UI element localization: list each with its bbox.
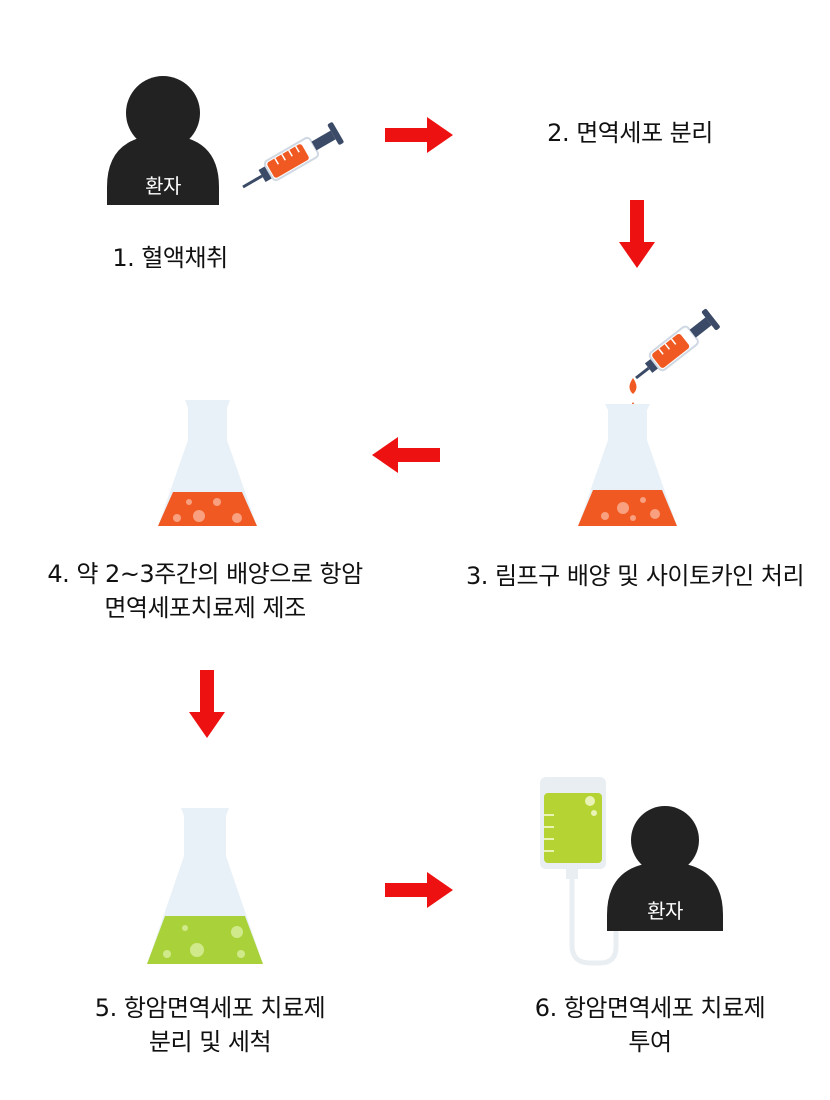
flask-icon-3 — [578, 404, 677, 526]
iv-bag-icon — [540, 777, 619, 966]
step-5-label-line2: 분리 및 세척 — [148, 1028, 272, 1056]
patient-body-icon — [607, 862, 723, 931]
syringe-icon-3 — [635, 309, 720, 380]
step-2-label: 2. 면역세포 분리 — [547, 119, 713, 147]
patient-label-6: 환자 — [647, 899, 683, 923]
flask-icon-5 — [147, 808, 263, 964]
patient-figure-1 — [107, 76, 219, 205]
step-5-label-line1: 5. 항암면역세포 치료제 — [94, 994, 326, 1022]
patient-figure-6 — [607, 806, 723, 931]
arrow-down-icon — [189, 670, 225, 738]
step-4-label-line2: 면역세포치료제 제조 — [104, 594, 306, 622]
arrow-right-icon — [385, 872, 453, 908]
patient-body-icon — [107, 135, 219, 205]
syringe-icon-1 — [242, 122, 344, 189]
step-6-label-line1: 6. 항암면역세포 치료제 — [534, 994, 766, 1022]
step-6-label-line2: 투여 — [628, 1028, 672, 1056]
step-1-label: 1. 혈액채취 — [112, 244, 228, 272]
flask-icon-4 — [158, 400, 257, 526]
patient-head-icon — [631, 806, 699, 874]
step-3-label: 3. 림프구 배양 및 사이토카인 처리 — [465, 562, 805, 590]
patient-head-icon — [126, 76, 200, 150]
patient-label-1: 환자 — [145, 174, 181, 198]
arrow-left-icon — [372, 437, 440, 473]
arrow-down-icon — [619, 200, 655, 268]
step-4-label-line1: 4. 약 2~3주간의 배양으로 항암 — [47, 560, 363, 588]
arrow-right-icon — [385, 117, 453, 153]
